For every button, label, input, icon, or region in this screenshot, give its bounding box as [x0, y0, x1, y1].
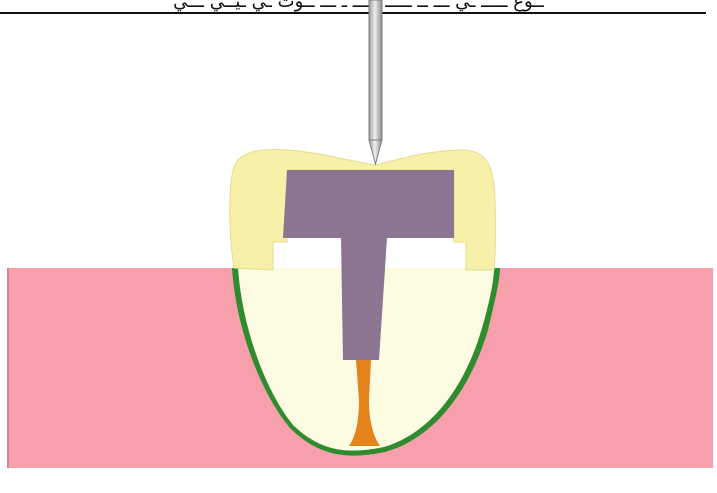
gum-left-edge: [7, 268, 9, 468]
probe-icon: [369, 0, 382, 164]
